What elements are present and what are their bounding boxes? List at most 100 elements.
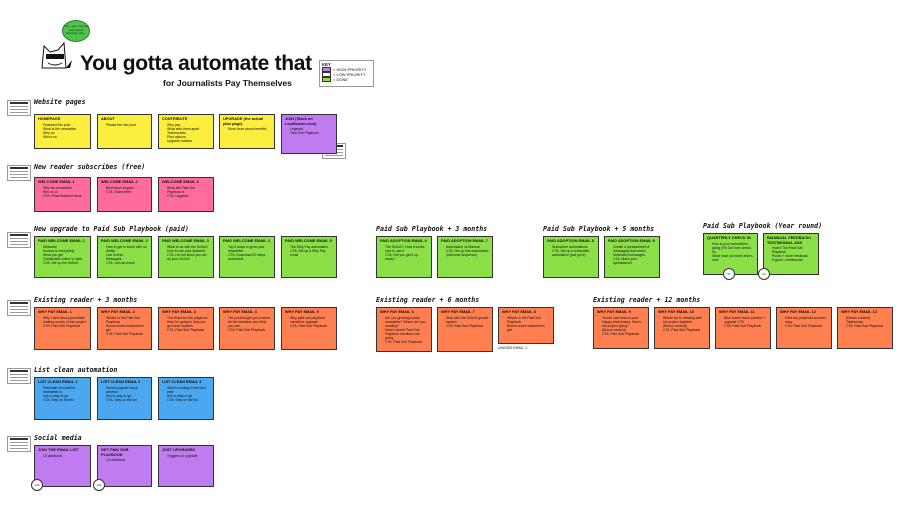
card-bullet: What is the newsletter bbox=[43, 127, 87, 131]
card-clean2[interactable]: LIST CLEAN EMAIL 2Recent popular issue p… bbox=[97, 377, 152, 420]
card-why11[interactable]: WHY PAY EMAIL 11Best recent issue previe… bbox=[715, 307, 771, 349]
card-why6[interactable]: WHY PAY EMAIL 6Are you growing a paid ne… bbox=[376, 307, 432, 352]
card-bullets: What to do with the SoSoSHow to use your… bbox=[162, 245, 210, 261]
card-bullet: Who is us bbox=[43, 190, 87, 194]
card-why8[interactable]: WHY PAY EMAIL 8What's in the Paid Sub Pl… bbox=[498, 307, 554, 344]
card-title: WHY PAY EMAIL 9 bbox=[597, 309, 631, 314]
card-bullet: What you get bbox=[43, 253, 87, 257]
card-homepage[interactable]: HOMEPAGE Featured this postWhat is the ne… bbox=[34, 114, 91, 149]
card-bullet: CTA: Paid Sub Playbook bbox=[785, 324, 828, 328]
card-bullet: How to use your featured bbox=[167, 249, 210, 253]
section-label-existing3: Existing reader + 3 months bbox=[34, 296, 138, 304]
card-title: CONTRIBUTE bbox=[162, 116, 188, 121]
card-paid-welcome2[interactable]: PAID WELCOME EMAIL 2How to get in touch … bbox=[97, 236, 152, 278]
card-bullet: CTA: Paid Sub Playbook bbox=[846, 324, 889, 328]
card-adoption9[interactable]: PAID ADOPTION EMAIL 9Create a spreadshee… bbox=[604, 236, 660, 278]
card-why5[interactable]: WHY PAY EMAIL 5Why paid sub playbook mem… bbox=[281, 307, 337, 350]
card-bullets: Best recent issue preview + upgrade CTAC… bbox=[719, 316, 767, 328]
card-about[interactable]: ABOUTPlease the info post bbox=[97, 114, 152, 149]
badge-biannual: 2x bbox=[758, 268, 770, 280]
card-social3[interactable]: JUST UPGRADEDTriggers on upgrade bbox=[158, 445, 214, 487]
card-title: WHY PAY EMAIL 7 bbox=[441, 309, 475, 314]
card-bullet: Testimonial bbox=[846, 320, 889, 324]
card-bullet: What to do with the SoSoS bbox=[167, 245, 210, 249]
card-why13[interactable]: WHY PAY EMAIL 13(Needs content)Testimoni… bbox=[837, 307, 893, 349]
card-welcome3[interactable]: WELCOME EMAIL 3What the Paid Sub Playboo… bbox=[158, 177, 214, 212]
card-why12[interactable]: WHY PAY EMAIL 12Paid sub playbook succes… bbox=[776, 307, 832, 349]
doc-thumbnail-icon bbox=[7, 165, 31, 181]
card-bullet: Bonus works subscribers get bbox=[507, 324, 550, 332]
card-why1[interactable]: WHY PAY EMAIL 1Why I care about journali… bbox=[34, 307, 91, 350]
card-bullet: CTA: Paid Sub Playbook bbox=[385, 340, 428, 344]
badge-quarterly: 4x bbox=[723, 268, 735, 280]
card-bullet: Cheatsheet where to start bbox=[43, 257, 87, 261]
card-biannual[interactable]: BIANNUAL FEEDBACK/ TESTIMONIAL ASKHow's … bbox=[763, 233, 819, 275]
card-bullet: Poses + more feedback bbox=[772, 254, 815, 258]
card-bullet: CTA: Set up the SoSoS bbox=[43, 261, 87, 265]
card-why10[interactable]: WHY PAY EMAIL 10Where we're heading with… bbox=[654, 307, 710, 349]
card-welcome1[interactable]: WELCOME EMAIL 1Why the newsletterWho is … bbox=[34, 177, 91, 212]
card-bullets: How is your subscribers going (Fill Out … bbox=[707, 242, 754, 262]
card-adoption7[interactable]: PAID ADOPTION EMAIL 7Automation vs Manua… bbox=[437, 236, 493, 278]
card-bullet: CTA: Stay on the list bbox=[43, 398, 87, 402]
card-social2[interactable]: GET PAID SUB PLAYBOOK10 variations bbox=[97, 445, 152, 487]
section-label-list-clean: List clean automation bbox=[34, 366, 118, 374]
key-label-done: = DONE bbox=[333, 77, 349, 82]
card-bullet: Paid sub playbook success story bbox=[785, 316, 828, 324]
card-bullet: Best issue snippet bbox=[106, 186, 148, 190]
card-why4[interactable]: WHY PAY EMAIL 4Tell you thought you'd ne… bbox=[219, 307, 275, 350]
card-bullet: CTA: Join an event bbox=[106, 261, 148, 265]
card-adoption6[interactable]: PAID ADOPTION EMAIL 6The SoSoS / How it … bbox=[376, 236, 432, 278]
card-paid-welcome5[interactable]: PAID WELCOME EMAIL 5The Why Pay automati… bbox=[281, 236, 337, 278]
card-bullet: Are you growing a paid newsletter? Where… bbox=[385, 316, 428, 328]
card-join[interactable]: JOIN (Stack on LeoWoman.com)LegendsPaid … bbox=[281, 114, 337, 154]
card-clean3[interactable]: LIST CLEAN EMAIL 3What's coming in the n… bbox=[158, 377, 214, 420]
card-title: ABOUT bbox=[101, 116, 115, 121]
card-bullet: Welcome bbox=[43, 245, 87, 249]
card-bullet: Recent popular issue preview bbox=[106, 386, 148, 394]
badge-social1: x10 bbox=[31, 479, 43, 491]
card-bullets: The Why Pay automationCTA: Set up a Why … bbox=[285, 245, 333, 257]
card-bullets: 10 variations bbox=[101, 458, 148, 462]
card-bullets: How to get in touch with usAbilityLive e… bbox=[101, 245, 148, 265]
card-bullet: What's in the Paid Sub Playbook bbox=[106, 316, 148, 324]
card-bullets: Why payWhat sets them apartTestimonialsP… bbox=[162, 123, 210, 143]
card-bullet: CTA: Paid Sub Playbook bbox=[43, 324, 87, 328]
card-bullet: If good = testimonial bbox=[772, 258, 815, 262]
card-bullets: 10 variations bbox=[38, 454, 87, 458]
card-bullet: Featured this post bbox=[43, 123, 87, 127]
card-clean1[interactable]: LIST CLEAN EMAIL 1Reminder of what the n… bbox=[34, 377, 91, 420]
card-bullet: The Why Pay automation bbox=[290, 245, 333, 249]
card-contribute[interactable]: CONTRIBUTE Why payWhat sets them apartTes… bbox=[158, 114, 214, 149]
key-swatch-high bbox=[322, 67, 331, 72]
card-bullet: How is your subscribers going (Fill Out … bbox=[712, 242, 754, 254]
card-why2[interactable]: WHY PAY EMAIL 2 What's in the Paid Sub Pl… bbox=[97, 307, 152, 350]
card-title: PAID WELCOME EMAIL 1 bbox=[38, 238, 85, 243]
card-title: PAID ADOPTION EMAIL 7 bbox=[441, 238, 488, 243]
card-bullets: Featured this postWhat is the newsletter… bbox=[38, 123, 87, 139]
card-title: HOMEPAGE bbox=[38, 116, 61, 121]
card-bullets: Are you growing a paid newsletter? Where… bbox=[380, 316, 428, 345]
card-paid-welcome4[interactable]: PAID WELCOME EMAIL 4Top 5 ways to grow y… bbox=[219, 236, 275, 278]
card-why3[interactable]: WHY PAY EMAIL 3The vision for the playbo… bbox=[158, 307, 214, 350]
card-paid-welcome1[interactable]: PAID WELCOME EMAIL 1WelcomeAccess to eve… bbox=[34, 236, 91, 278]
card-bullet: 10 variations bbox=[43, 454, 87, 458]
card-bullets: Triggers on upgrade bbox=[162, 454, 210, 458]
card-social1[interactable]: JOIN THE EMAIL LIST10 variations bbox=[34, 445, 91, 487]
card-why9[interactable]: WHY PAY EMAIL 9You've now been a year. H… bbox=[593, 307, 649, 349]
card-bullet: CTA: Set up first automation (welcome se… bbox=[446, 249, 489, 257]
card-why7[interactable]: WHY PAY EMAIL 7Start with the SoSoS grow… bbox=[437, 307, 493, 352]
card-bullet: CTA: Paid Sub Playbook bbox=[602, 332, 645, 336]
card-welcome2[interactable]: WELCOME EMAIL 2Best issue snippetCTA: Sh… bbox=[97, 177, 152, 212]
card-bullet: Legends bbox=[290, 127, 333, 131]
card-bullet: What have you tried what's next bbox=[712, 254, 754, 262]
card-bullets: Recent popular issue previewAsk to stay … bbox=[101, 386, 148, 402]
card-paid-welcome3[interactable]: PAID WELCOME EMAIL 3What to do with the … bbox=[158, 236, 214, 278]
card-title: WHY PAY EMAIL 2 bbox=[101, 309, 135, 314]
card-bullet: CTA: Did you get it up ready? bbox=[385, 253, 428, 261]
card-bullet: Here's where Paid Sub Playbook members a… bbox=[385, 328, 428, 340]
card-upgrade[interactable]: UPGRADE (the actual plan page)More clear… bbox=[219, 114, 275, 149]
card-title: WHY PAY EMAIL 8 bbox=[502, 309, 536, 314]
card-adoption8[interactable]: PAID ADOPTION EMAIL 8Subscriber automati… bbox=[543, 236, 599, 278]
card-title: GET PAID SUB PLAYBOOK bbox=[101, 447, 129, 457]
